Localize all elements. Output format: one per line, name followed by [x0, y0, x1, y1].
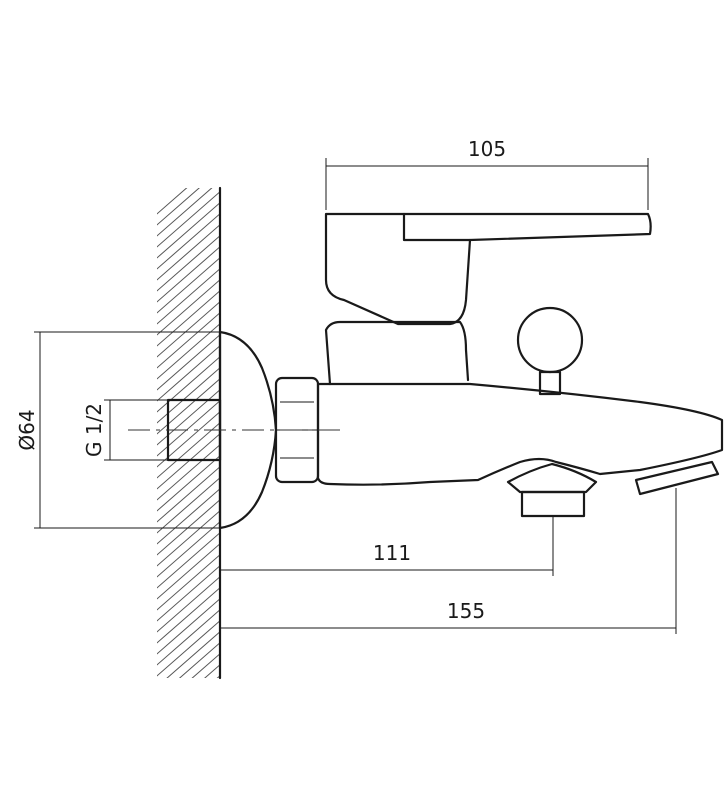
hatch-line	[157, 466, 220, 523]
wall	[150, 186, 230, 781]
hatch-line	[150, 711, 230, 781]
hatch-line	[150, 700, 230, 770]
hatch-line	[157, 312, 220, 369]
hatch-line	[157, 246, 220, 303]
hatch-line	[157, 235, 220, 292]
hatch-line	[157, 400, 220, 457]
hatch-line	[157, 345, 220, 402]
hatch-line	[157, 279, 220, 336]
hatch-line	[157, 510, 220, 567]
hatch-line	[157, 290, 220, 347]
hatch-line	[157, 411, 220, 468]
wall-hatching	[150, 188, 230, 781]
hatch-line	[157, 191, 220, 248]
hatch-line	[166, 631, 220, 678]
hatch-line	[157, 554, 220, 611]
hatch-line	[157, 488, 220, 545]
hatch-line	[157, 188, 188, 215]
shower-outlet	[506, 462, 598, 518]
hatch-line	[150, 678, 230, 748]
hatch-line	[157, 257, 220, 314]
hatch-line	[157, 565, 220, 622]
lever-handle	[324, 212, 652, 326]
hatch-line	[178, 642, 220, 678]
hatch-line	[157, 543, 220, 600]
hatch-line	[157, 598, 220, 655]
hatch-line	[157, 609, 220, 666]
hatch-line	[157, 188, 200, 226]
hatch-line	[157, 455, 220, 512]
hatch-line	[204, 664, 220, 678]
hatch-line	[157, 389, 220, 446]
hatch-line	[157, 202, 220, 259]
hatch-line	[216, 675, 220, 678]
dimension-diameter: Ø64	[15, 331, 220, 529]
hatch-line	[157, 587, 220, 644]
hatch-line	[157, 334, 220, 391]
hatch-line	[157, 188, 213, 237]
dimension-155-label: 155	[447, 599, 485, 623]
hatch-line	[150, 689, 230, 759]
hatch-line	[157, 521, 220, 578]
dimension-111: 111	[220, 516, 554, 576]
dimension-105-label: 105	[468, 137, 506, 161]
dimension-111-label: 111	[373, 541, 411, 565]
hatch-line	[157, 422, 220, 479]
hatch-line	[157, 268, 220, 325]
dimension-diameter-label: Ø64	[15, 409, 39, 450]
hatch-line	[157, 444, 220, 501]
dimension-155: 155	[220, 488, 677, 634]
hatch-line	[157, 499, 220, 556]
hatch-line	[157, 532, 220, 589]
hatch-line	[157, 301, 220, 358]
mixer-body	[316, 382, 724, 486]
hatch-line	[157, 367, 220, 424]
hatch-line	[157, 356, 220, 413]
lever-handle-step	[402, 212, 472, 242]
hatch-line	[157, 576, 220, 633]
dimension-thread-label: G 1/2	[82, 403, 106, 457]
dimension-105: 105	[325, 137, 649, 210]
cartridge-housing	[324, 320, 470, 386]
hatch-line	[157, 477, 220, 534]
hatch-line	[157, 224, 220, 281]
dimension-thread: G 1/2	[82, 399, 168, 461]
hatch-line	[157, 378, 220, 435]
hatch-line	[157, 620, 220, 677]
hatch-line	[157, 323, 220, 380]
hatch-line	[191, 653, 220, 678]
spout-aerator	[634, 460, 720, 496]
diverter-knob	[516, 306, 584, 396]
hatch-line	[157, 213, 220, 270]
